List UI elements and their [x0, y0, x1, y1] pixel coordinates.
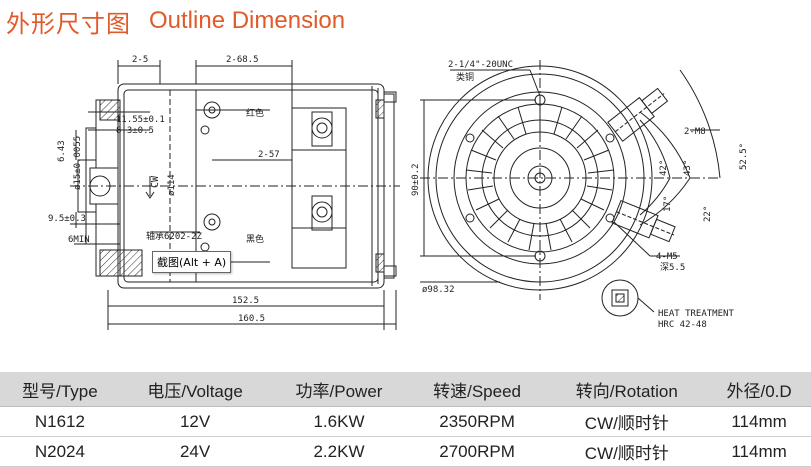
header-od: 外径/0.D: [707, 372, 811, 407]
header-voltage: 电压/Voltage: [119, 372, 271, 407]
side-view: [70, 60, 400, 330]
cell-speed: 2700RPM: [407, 436, 547, 467]
header-type: 型号/Type: [0, 372, 120, 407]
dim-17: 17°: [663, 196, 673, 212]
cell-od: 114mm: [707, 436, 811, 467]
dim-6-43: 6.43: [57, 140, 67, 162]
header-rotation: 转向/Rotation: [546, 372, 708, 407]
heat-hrc-label: HRC 42-48: [658, 320, 707, 330]
cell-type: N1612: [0, 406, 120, 437]
thread-label: 2-1/4"-20UNC: [448, 60, 513, 70]
dim-52-5: 52.5°: [739, 143, 749, 170]
dim-11-55: 11.55±0.1: [116, 115, 165, 125]
dim-4-m5-sub: 深5.5: [660, 262, 685, 273]
red-terminal-label: 红色: [246, 107, 264, 119]
cell-voltage: 24V: [119, 436, 271, 467]
dim-8-3: 8.3±0.5: [116, 126, 154, 136]
dim-15: ø15±0.0055: [73, 136, 83, 190]
header-speed: 转速/Speed: [407, 372, 547, 407]
dim-160-5: 160.5: [238, 314, 265, 324]
cell-power: 1.6KW: [270, 406, 408, 437]
dim-4-m5: 4-M5: [656, 252, 678, 262]
cell-speed: 2350RPM: [407, 406, 547, 437]
title-cn: 外形尺寸图: [6, 9, 131, 38]
cw-label: CW: [150, 175, 161, 188]
cell-voltage: 12V: [119, 406, 271, 437]
spec-table: 型号/Type 电压/Voltage 功率/Power 转速/Speed 转向/…: [0, 372, 811, 467]
dim-6min: 6MIN: [68, 235, 90, 245]
cell-type: N2024: [0, 436, 120, 467]
dim-2-57: 2-57: [258, 150, 280, 160]
technical-drawing: 2-5 2-68.5 2-57 11.55±0.1 8.3±0.5 6.43 ø…: [48, 55, 749, 330]
cell-rotation: CW/顺时针: [546, 436, 708, 467]
dim-22: 22°: [703, 206, 713, 222]
bearing-label: 轴承6202-2Z: [146, 230, 203, 242]
dim-2-68-5: 2-68.5: [226, 55, 259, 65]
table-header-row: 型号/Type 电压/Voltage 功率/Power 转速/Speed 转向/…: [0, 372, 811, 407]
dim-42: 42°: [659, 160, 669, 176]
dim-43: 43°: [683, 160, 693, 176]
screenshot-tooltip: 截图(Alt + A): [152, 251, 232, 273]
dim-114: ø114: [167, 174, 177, 196]
dim-98-32: ø98.32: [422, 285, 455, 295]
end-view: [420, 60, 721, 317]
dim-2-m8: 2-M8: [684, 127, 706, 137]
black-terminal-label: 黑色: [246, 233, 264, 245]
dim-9-5: 9.5±0.3: [48, 214, 86, 224]
cell-rotation: CW/顺时针: [546, 406, 708, 437]
cell-od: 114mm: [707, 406, 811, 437]
heat-treatment-label: HEAT TREATMENT: [658, 309, 734, 319]
page-title: 外形尺寸图 Outline Dimension: [6, 4, 345, 38]
title-en: Outline Dimension: [149, 7, 346, 34]
thread-sub-label: 类铜: [456, 71, 474, 83]
dim-90: 90±0.2: [411, 163, 421, 196]
dim-152-5: 152.5: [232, 296, 259, 306]
dim-2-5: 2-5: [132, 55, 148, 65]
table-row: N1612 12V 1.6KW 2350RPM CW/顺时针 114mm: [0, 406, 811, 437]
cell-power: 2.2KW: [270, 436, 408, 467]
table-row: N2024 24V 2.2KW 2700RPM CW/顺时针 114mm: [0, 436, 811, 467]
header-power: 功率/Power: [270, 372, 408, 407]
